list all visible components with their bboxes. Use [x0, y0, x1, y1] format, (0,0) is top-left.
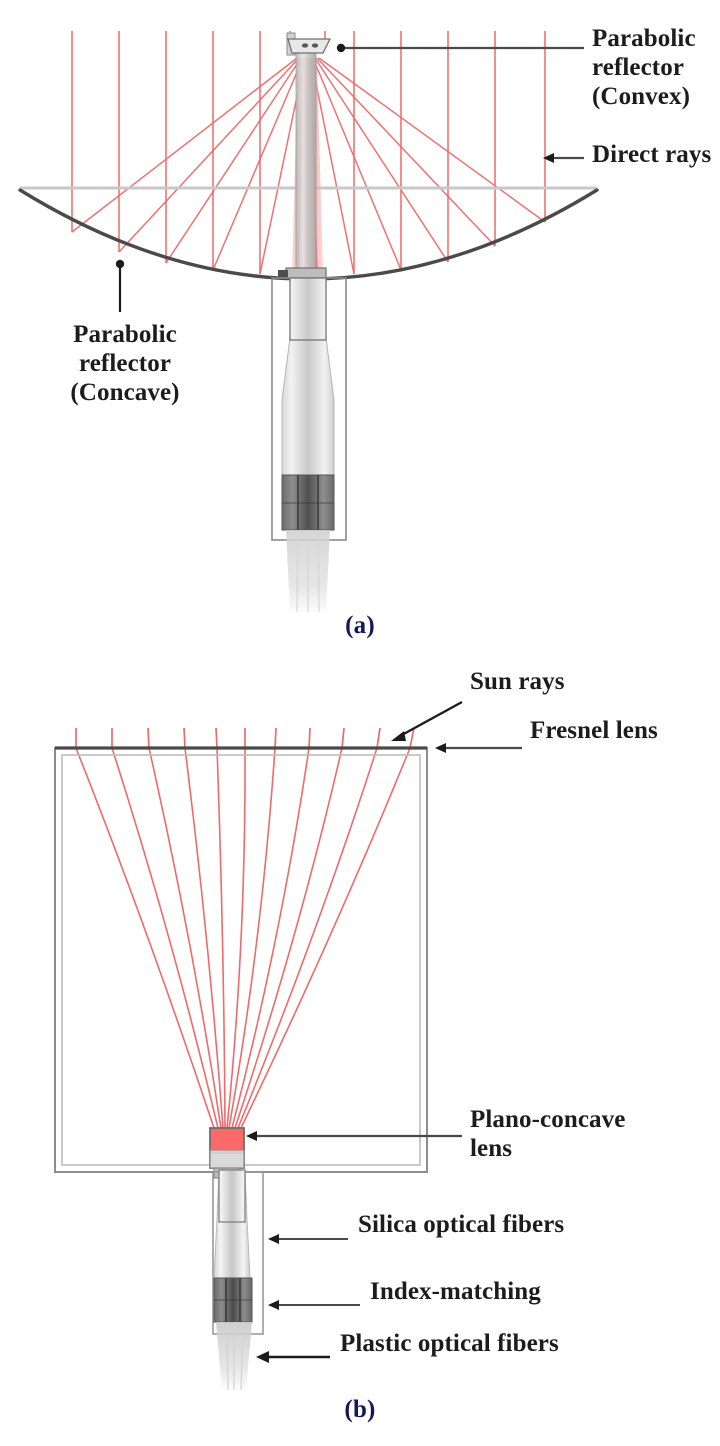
enclosure-box-inner — [61, 754, 421, 1166]
label-index-matching: Index-matching — [370, 1278, 541, 1305]
plastic-fiber-strands — [226, 1321, 244, 1391]
leader-plano-concave-lens — [246, 1131, 462, 1141]
support-column — [295, 43, 317, 277]
leader-silica-optical-fibers — [268, 1234, 348, 1244]
leader-sun-rays — [391, 700, 463, 741]
label-sun-rays: Sun rays — [470, 668, 565, 695]
plastic-fiber-strands — [296, 529, 320, 613]
panel-a-parabolic-concentrator: Parabolic reflector (Convex) Direct rays… — [0, 0, 720, 665]
index-matching-grooves — [282, 475, 334, 530]
label-fresnel-lens: Fresnel lens — [530, 717, 658, 744]
ferrule-section — [218, 1169, 246, 1223]
secondary-convex-reflector — [286, 32, 332, 56]
label-direct-rays: Direct rays — [592, 141, 712, 168]
ferrule-section — [289, 277, 327, 341]
panel-b-caption: (b) — [344, 1396, 376, 1423]
reflected-rays-group — [71, 57, 546, 275]
index-matching-section — [281, 474, 335, 531]
refracted-rays-group — [75, 747, 411, 1129]
label-plastic-optical-fibers: Plastic optical fibers — [340, 1330, 559, 1357]
label-parabolic-reflector-convex: Parabolic reflector (Convex) — [592, 25, 696, 110]
leader-index-matching — [268, 1300, 360, 1310]
label-parabolic-reflector-concave: Parabolic reflector (Concave) — [70, 321, 180, 406]
label-silica-optical-fibers: Silica optical fibers — [358, 1211, 565, 1238]
leader-parabolic-concave — [115, 259, 125, 312]
leader-plastic-optical-fibers — [256, 1351, 330, 1363]
leader-fresnel-lens — [435, 743, 522, 753]
panel-b-fresnel-concentrator: Sun rays Fresnel lens Plano-concave lens… — [0, 665, 720, 1446]
leader-parabolic-convex — [336, 43, 584, 53]
index-matching-grooves — [214, 1278, 252, 1322]
sun-rays-incoming — [75, 727, 415, 749]
panel-a-diagram — [18, 31, 599, 613]
fiber-receiver-head — [278, 267, 327, 279]
panel-a-caption: (a) — [345, 612, 375, 639]
leader-direct-rays — [543, 153, 584, 163]
panel-b-diagram — [54, 700, 522, 1391]
label-plano-concave-lens: Plano-concave lens — [470, 1106, 626, 1162]
